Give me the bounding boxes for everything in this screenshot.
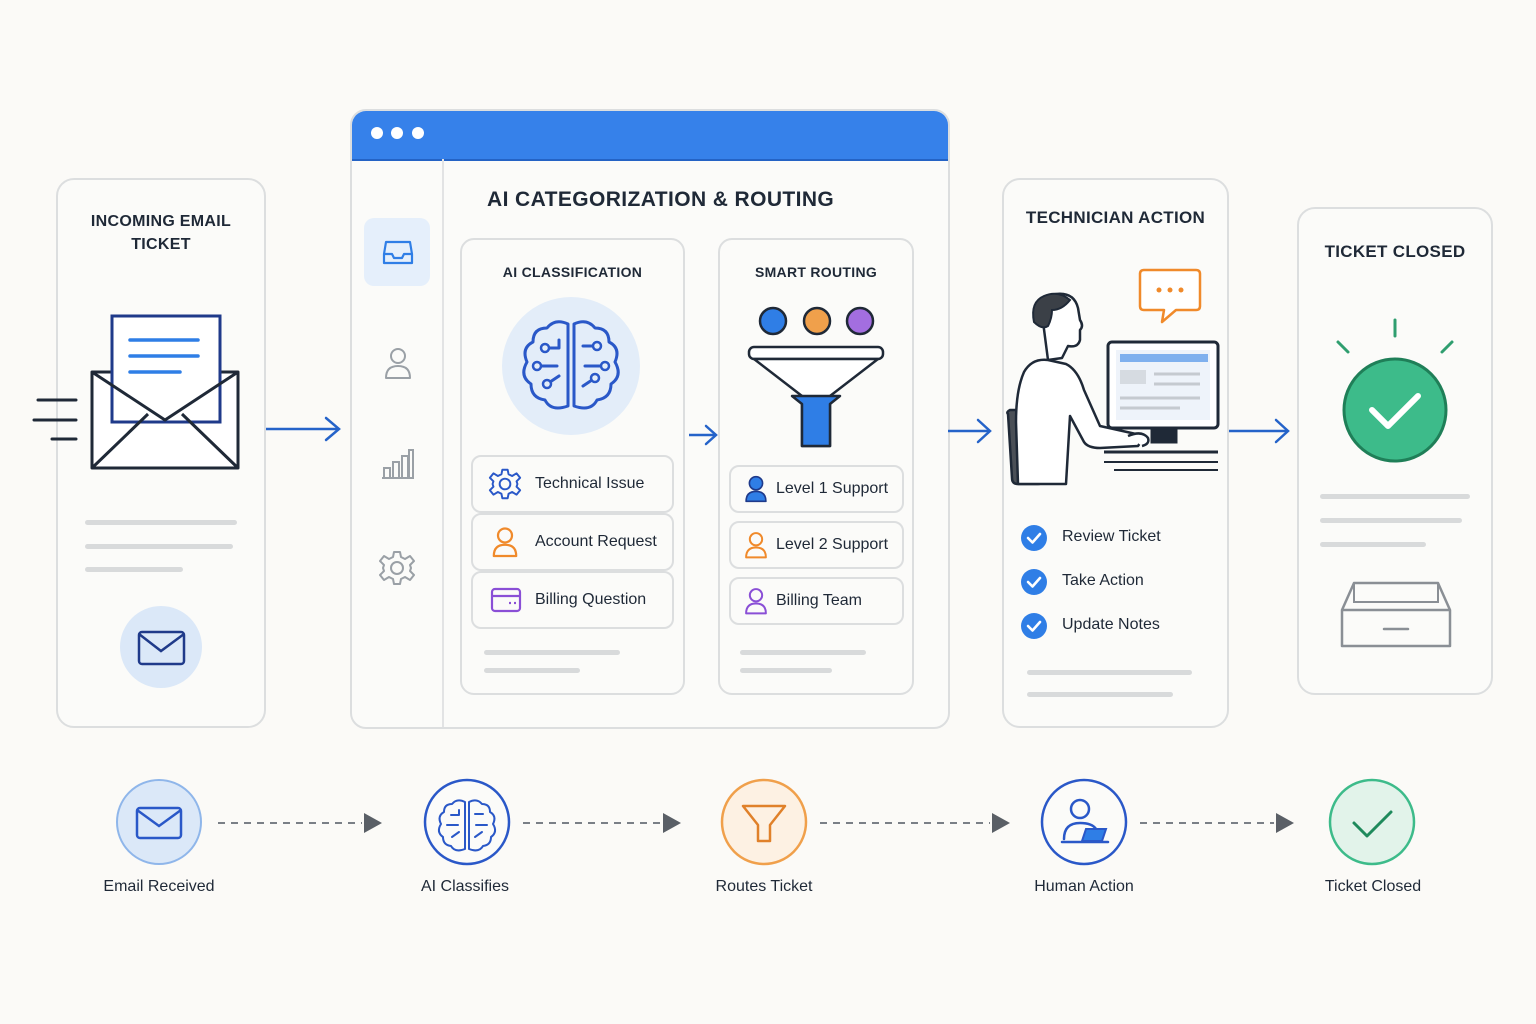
- user-icon: [745, 475, 767, 503]
- route-label: Level 1 Support: [776, 480, 889, 497]
- incoming-email-title: INCOMING EMAIL TICKET: [90, 213, 232, 253]
- dashed-arrow: [218, 813, 382, 833]
- placeholder-line: [1320, 518, 1462, 523]
- funnel-icon: [747, 306, 885, 448]
- placeholder-line: [85, 520, 237, 525]
- arrow-right-icon: [948, 418, 992, 444]
- brain-icon: [502, 297, 640, 435]
- route-level-2-support[interactable]: Level 2 Support: [729, 521, 904, 569]
- placeholder-line: [484, 668, 580, 673]
- step-label-routes-ticket: Routes Ticket: [715, 878, 813, 895]
- funnel-icon: [720, 778, 808, 866]
- app-title: AI CATEGORIZATION & ROUTING: [487, 188, 835, 211]
- arrow-right-icon: [266, 416, 341, 442]
- check-label: Review Ticket: [1062, 528, 1161, 545]
- envelope-open-icon: [32, 314, 240, 470]
- technician-action-title: TECHNICIAN ACTION: [1025, 208, 1206, 227]
- route-level-1-support[interactable]: Level 1 Support: [729, 465, 904, 513]
- gear-icon[interactable]: [379, 550, 415, 586]
- ticket-closed-title: TICKET CLOSED: [1324, 242, 1466, 261]
- category-billing-question[interactable]: Billing Question: [471, 571, 674, 629]
- placeholder-line: [85, 567, 183, 572]
- placeholder-line: [1027, 692, 1173, 697]
- category-label: Account Request: [535, 533, 657, 550]
- mail-icon: [120, 606, 202, 688]
- inbox-icon: [382, 240, 414, 265]
- dashed-arrow: [820, 813, 1010, 833]
- mail-icon: [116, 779, 202, 865]
- window-dots: [371, 127, 424, 139]
- check-circle-icon: [1021, 525, 1047, 551]
- placeholder-line: [1320, 542, 1426, 547]
- chart-icon[interactable]: [380, 448, 416, 480]
- step-label-ticket-closed: Ticket Closed: [1324, 878, 1422, 895]
- user-icon: [492, 527, 518, 558]
- route-billing-team[interactable]: Billing Team: [729, 577, 904, 625]
- check-circle-icon: [1021, 613, 1047, 639]
- card-icon: [490, 587, 522, 613]
- check-icon: [1336, 318, 1454, 463]
- placeholder-line: [1320, 494, 1470, 499]
- arrow-right-icon: [1229, 418, 1290, 444]
- check-label: Take Action: [1062, 572, 1144, 589]
- route-label: Billing Team: [776, 592, 862, 609]
- gear-icon: [488, 468, 522, 500]
- placeholder-line: [484, 650, 620, 655]
- window-titlebar: [352, 111, 948, 161]
- sidebar-item-inbox[interactable]: [364, 218, 430, 286]
- step-label-human-action: Human Action: [1034, 878, 1134, 895]
- dashed-arrow: [1140, 813, 1294, 833]
- sidebar: [352, 159, 444, 727]
- dashed-arrow: [523, 813, 681, 833]
- category-label: Billing Question: [535, 591, 647, 608]
- step-label-email-received: Email Received: [103, 878, 215, 895]
- technician-icon: [1006, 268, 1220, 486]
- placeholder-line: [740, 650, 866, 655]
- placeholder-line: [740, 668, 832, 673]
- brain-icon: [423, 778, 511, 866]
- category-label: Technical Issue: [535, 475, 645, 492]
- user-icon: [745, 532, 767, 559]
- check-icon: [1328, 778, 1416, 866]
- check-circle-icon: [1021, 569, 1047, 595]
- archive-tray-icon: [1340, 581, 1452, 648]
- category-technical-issue[interactable]: Technical Issue: [471, 455, 674, 513]
- check-label: Update Notes: [1062, 616, 1160, 633]
- placeholder-line: [85, 544, 233, 549]
- arrow-right-icon: [689, 424, 718, 446]
- placeholder-line: [1027, 670, 1192, 675]
- user-icon: [745, 588, 767, 615]
- category-account-request[interactable]: Account Request: [471, 513, 674, 571]
- route-label: Level 2 Support: [776, 536, 889, 553]
- step-label-ai-classifies: AI Classifies: [420, 878, 510, 895]
- smart-routing-title: SMART ROUTING: [754, 264, 878, 280]
- ai-classification-title: AI CLASSIFICATION: [502, 264, 643, 280]
- technician-icon: [1040, 778, 1128, 866]
- user-icon[interactable]: [383, 346, 413, 380]
